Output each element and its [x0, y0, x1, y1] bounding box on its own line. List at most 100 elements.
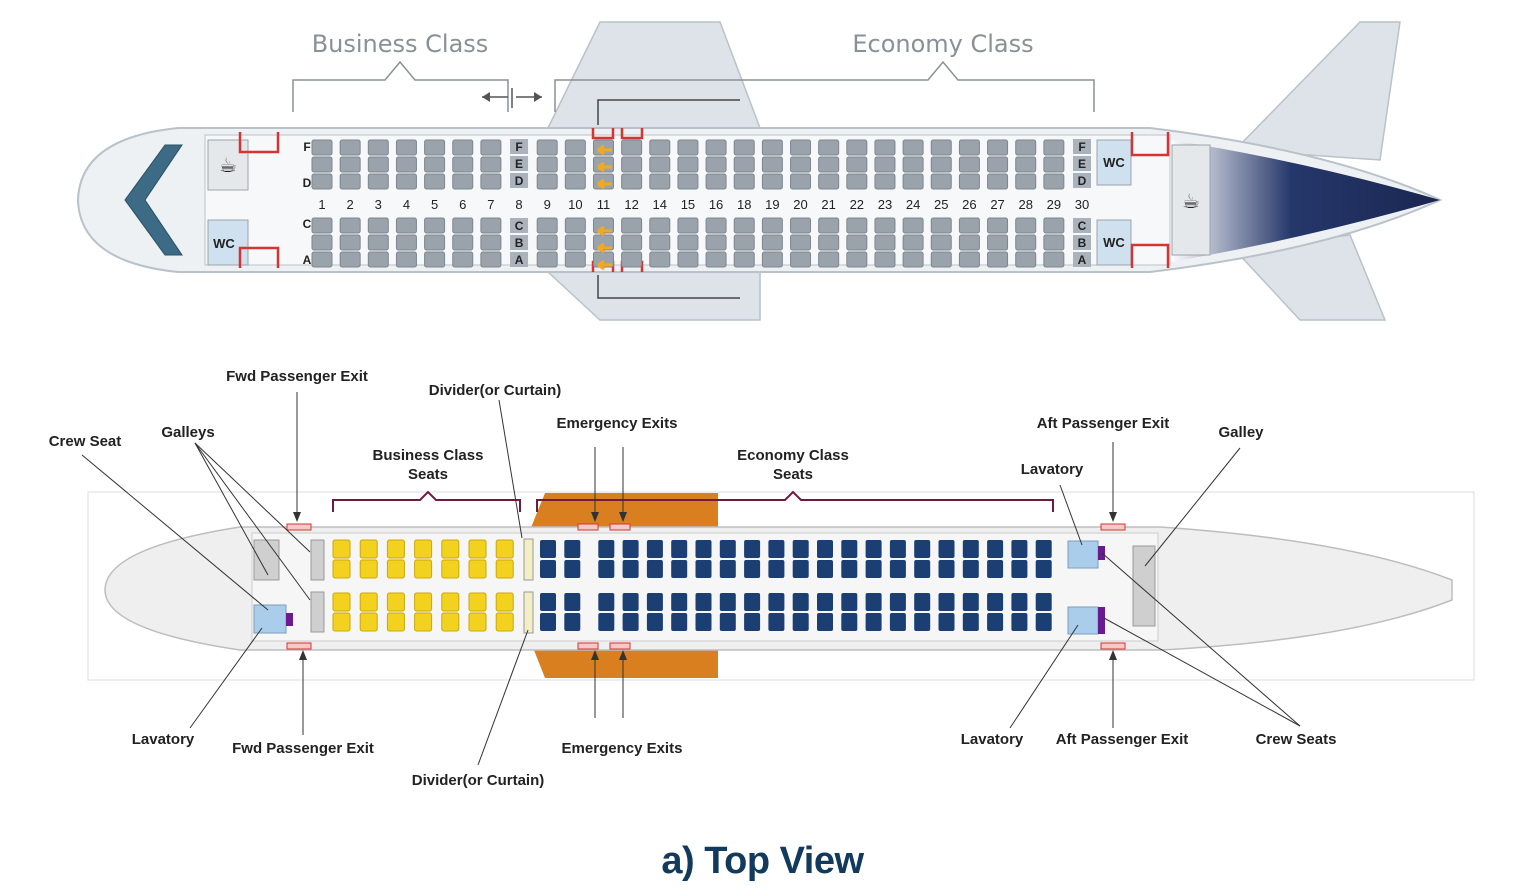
seat — [510, 173, 529, 188]
seat — [395, 251, 417, 268]
economy-seat — [1035, 560, 1052, 578]
seat — [818, 217, 840, 234]
seat — [536, 234, 558, 251]
seat-letter: A — [1078, 253, 1087, 267]
seat — [621, 234, 643, 251]
seat — [1043, 234, 1065, 251]
economy-seat — [744, 593, 761, 611]
business-seats-label-2: Seats — [408, 466, 448, 483]
seat — [480, 139, 502, 156]
aft-exit-marker-bottom — [1100, 642, 1126, 650]
business-seat — [386, 559, 405, 579]
economy-seat — [1035, 593, 1052, 611]
seat — [987, 251, 1009, 268]
row-number: 26 — [962, 197, 976, 212]
seat — [510, 218, 529, 233]
seat — [1073, 173, 1091, 188]
seat — [930, 139, 952, 156]
seat — [677, 156, 699, 173]
seat — [339, 217, 361, 234]
row-number: 18 — [737, 197, 751, 212]
seat — [564, 217, 586, 234]
seat — [536, 173, 558, 190]
seat — [424, 217, 446, 234]
economy-seat — [1011, 593, 1028, 611]
seat-letter: B — [1078, 236, 1087, 250]
economy-seat — [938, 540, 955, 558]
fwd-exit-marker-top — [286, 523, 312, 531]
aft-exit-upper — [1130, 132, 1170, 157]
seat — [1043, 139, 1065, 156]
seat — [621, 156, 643, 173]
upper-stabilizer — [1233, 21, 1401, 161]
overwing-exit-2-upper — [620, 128, 644, 140]
seat — [395, 234, 417, 251]
row-number: 9 — [544, 197, 551, 212]
economy-seat — [1011, 540, 1028, 558]
svg-text:☕: ☕ — [1182, 191, 1200, 213]
aft-exit-bottom-label: Aft Passenger Exit — [1056, 731, 1189, 748]
seat — [1043, 173, 1065, 190]
seat — [480, 251, 502, 268]
seat — [705, 173, 727, 190]
seat — [1015, 156, 1037, 173]
business-seat — [332, 592, 351, 612]
row-number: 23 — [878, 197, 892, 212]
seat — [621, 217, 643, 234]
seat-letter: C — [303, 217, 312, 231]
seat — [958, 251, 980, 268]
seat — [733, 234, 755, 251]
economy-seat — [841, 560, 858, 578]
seat-letter: F — [1078, 140, 1085, 154]
seat — [510, 235, 529, 250]
seat — [987, 156, 1009, 173]
economy-seat — [817, 613, 833, 631]
economy-seat — [671, 613, 688, 631]
front-galley-block — [253, 539, 280, 581]
economy-seat — [817, 540, 833, 558]
seat — [818, 139, 840, 156]
seat — [705, 139, 727, 156]
economy-seat — [962, 593, 979, 611]
seat — [311, 251, 333, 268]
economy-seat — [719, 540, 736, 558]
seat — [424, 139, 446, 156]
seat — [930, 173, 952, 190]
seat — [367, 217, 389, 234]
economy-seat — [914, 540, 931, 558]
economy-seat — [962, 613, 979, 631]
wing-upper-block — [530, 493, 718, 530]
rear-lavatory-lower-block — [1067, 606, 1099, 635]
seat — [564, 251, 586, 268]
seat — [930, 156, 952, 173]
front-galley-3 — [310, 591, 325, 633]
seat-letter: F — [303, 140, 310, 154]
row-number: 3 — [375, 197, 382, 212]
fwd-exit-marker-bottom — [286, 642, 312, 650]
economy-seat — [792, 560, 809, 578]
seat — [733, 139, 755, 156]
business-seat — [414, 592, 433, 612]
seat — [818, 156, 840, 173]
business-seat — [414, 539, 433, 559]
seat — [874, 251, 896, 268]
row-number: 29 — [1047, 197, 1061, 212]
escape-path-upper — [597, 99, 740, 125]
economy-seat — [695, 540, 712, 558]
economy-seat — [564, 593, 581, 611]
seat — [733, 217, 755, 234]
seat — [367, 173, 389, 190]
business-bracket — [292, 60, 509, 112]
divider-bottom-label: Divider(or Curtain) — [412, 772, 545, 789]
business-seat — [495, 539, 514, 559]
fwd-exit-lower — [238, 246, 280, 268]
front-lavatory-block — [253, 604, 287, 634]
figure-caption: a) Top View — [661, 840, 864, 882]
economy-seat — [564, 540, 581, 558]
business-seat — [386, 612, 405, 632]
seat — [958, 173, 980, 190]
economy-seat — [865, 613, 882, 631]
seat — [846, 234, 868, 251]
seat — [339, 139, 361, 156]
seat — [958, 217, 980, 234]
